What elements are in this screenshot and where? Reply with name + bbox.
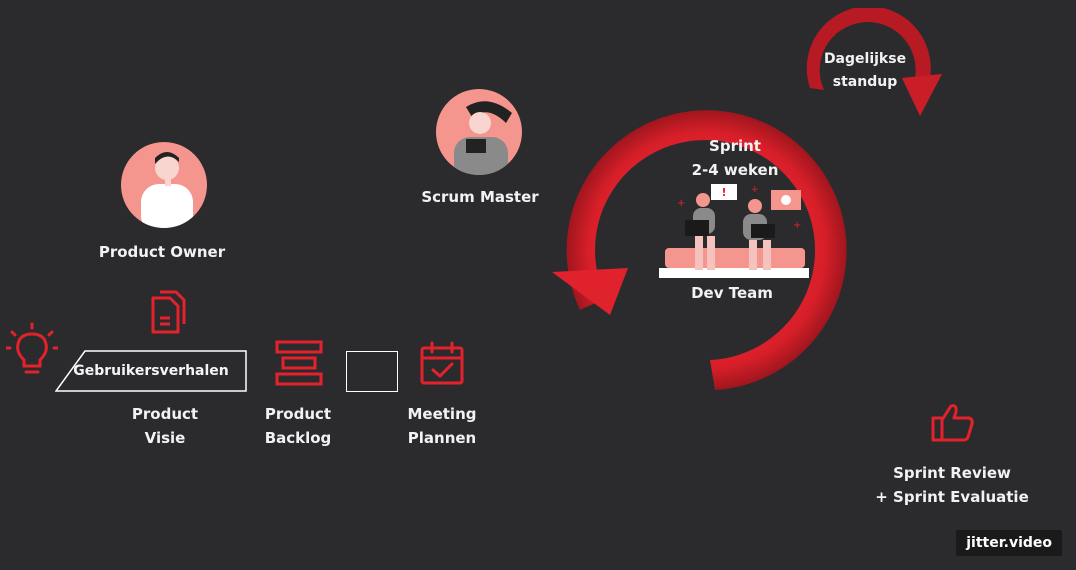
sprint-line2: 2-4 weken [691, 161, 779, 179]
sprint-label: Sprint 2-4 weken [680, 134, 790, 182]
meeting-planning-line2: Plannen [407, 429, 477, 447]
meeting-planning-line1: Meeting [407, 405, 477, 423]
product-owner-label: Product Owner [98, 243, 226, 261]
standup-label: Dagelijkse standup [815, 48, 915, 94]
product-vision-label: Product Visie [115, 402, 215, 450]
standup-line1: Dagelijkse [823, 51, 907, 67]
user-stories-card-outline [55, 350, 247, 392]
meeting-planning-label: Meeting Plannen [392, 402, 492, 450]
product-vision-line1: Product [131, 405, 199, 423]
product-backlog-line1: Product [264, 405, 332, 423]
svg-text:+: + [751, 185, 759, 195]
user-stories-card: Gebruikersverhalen [55, 350, 247, 392]
thumbs-up-icon [931, 404, 974, 442]
scrum-master-avatar [436, 89, 522, 175]
documents-icon [151, 290, 186, 334]
watermark-logo: jitter.video [956, 530, 1062, 556]
svg-text:+: + [677, 198, 685, 209]
backlog-icon [275, 340, 323, 386]
product-backlog-line2: Backlog [264, 429, 332, 447]
product-owner-figure [141, 152, 193, 228]
dev-team-label: Dev Team [691, 284, 773, 302]
empty-card [346, 351, 398, 392]
product-backlog-label: Product Backlog [248, 402, 348, 450]
review-label: Sprint Review + Sprint Evaluatie [870, 461, 1034, 509]
product-vision-line2: Visie [144, 429, 186, 447]
svg-text:!: ! [721, 186, 726, 199]
user-stories-label: Gebruikersverhalen [73, 363, 229, 379]
review-line1: Sprint Review [893, 464, 1011, 482]
sprint-cycle-arrow [552, 110, 847, 390]
dev-team-illustration: ! + + + [659, 184, 809, 278]
review-line2: + Sprint Evaluatie [875, 488, 1029, 506]
standup-cycle-arrow [806, 8, 942, 116]
scrum-master-label: Scrum Master [421, 188, 539, 206]
lightbulb-icon [6, 322, 58, 374]
svg-text:+: + [793, 220, 801, 231]
calendar-check-icon [420, 341, 464, 385]
product-owner-avatar [121, 142, 207, 228]
standup-line2: standup [832, 74, 898, 90]
sprint-line1: Sprint [709, 137, 761, 155]
scrum-master-figure [454, 101, 512, 175]
